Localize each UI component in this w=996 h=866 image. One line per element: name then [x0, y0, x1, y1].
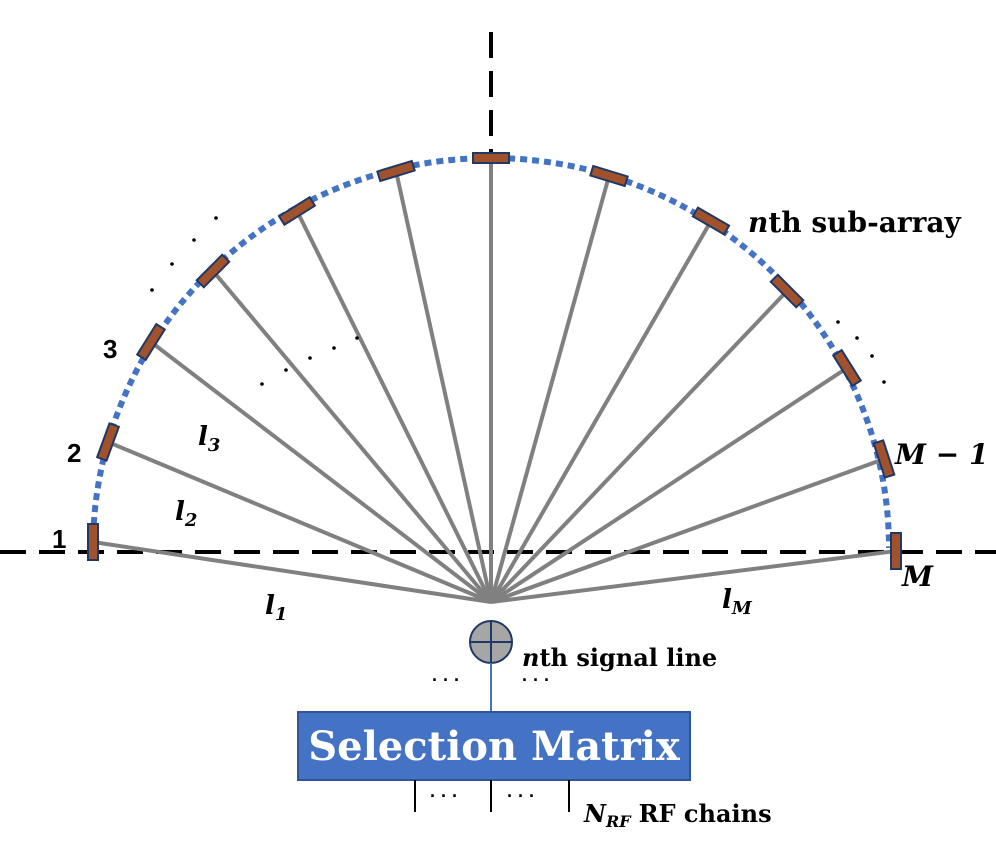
nrf-base: N [583, 799, 607, 828]
dot [332, 346, 336, 350]
l3-base: l [198, 422, 208, 452]
dot [150, 288, 154, 292]
rf-ellipsis-right: · · · [507, 786, 535, 806]
antenna-element [769, 273, 805, 309]
nrf-sub: RF [605, 812, 632, 831]
antenna-element [95, 422, 121, 462]
l2-base: l [175, 497, 185, 527]
antenna-element [472, 152, 510, 164]
feed-line [489, 219, 713, 604]
rf-chains-text: RF chains [639, 799, 772, 828]
ellipsis-dots [150, 216, 886, 386]
antenna-element [691, 206, 731, 236]
antenna-element [890, 532, 902, 570]
feed-line [489, 175, 611, 603]
dot [855, 336, 859, 340]
antenna-element [135, 322, 167, 362]
l2-sub: 2 [184, 510, 198, 531]
signal-line-index: n [522, 643, 539, 672]
dot [214, 216, 218, 220]
sub-array-label: nth sub-array [748, 206, 962, 239]
dot [170, 262, 174, 266]
dot [870, 354, 874, 358]
element-label-m-minus-1: M − 1 [894, 438, 988, 471]
lm-base: l [722, 585, 732, 615]
l3-sub: 3 [208, 435, 221, 456]
dot [355, 336, 359, 340]
antenna-element [277, 195, 317, 227]
dot [284, 368, 288, 372]
sub-array-text: th sub-array [768, 206, 961, 239]
circle-plus-icon [469, 620, 513, 664]
antenna-element [589, 164, 629, 188]
feed-line [490, 457, 885, 604]
feed-line [489, 289, 789, 604]
dot [836, 320, 840, 324]
ellipsis-left: · · · [432, 670, 460, 690]
signal-line-text: th signal line [539, 643, 717, 672]
element-label-2: 2 [67, 438, 81, 468]
rf-ellipsis-left: · · · [430, 786, 458, 806]
element-label-1: 1 [52, 524, 66, 554]
antenna-element [195, 253, 231, 289]
signal-line-label: nth signal line [522, 643, 717, 672]
feed-line [394, 170, 493, 603]
feed-lines [92, 158, 897, 604]
path-length-l1: l1 [265, 591, 287, 625]
selection-matrix-label: Selection Matrix [308, 723, 681, 770]
antenna-element [872, 439, 896, 479]
rf-chains-label: NRF RF chains [583, 799, 772, 831]
antenna-element [87, 523, 99, 561]
l1-sub: 1 [275, 604, 288, 625]
feed-line [490, 549, 897, 604]
element-label-3: 3 [103, 334, 117, 364]
lm-sub: M [731, 598, 753, 619]
antenna-elements [87, 152, 902, 570]
feed-line [92, 540, 492, 604]
selection-matrix-box [297, 711, 691, 781]
dot [260, 382, 264, 386]
feed-line [107, 440, 492, 604]
feed-line [489, 366, 849, 604]
path-length-l2: l2 [175, 497, 197, 531]
feed-line [149, 340, 493, 604]
element-label-m: M [901, 560, 934, 593]
rf-chain-lines [414, 780, 570, 812]
feed-line [295, 210, 493, 603]
dot [192, 238, 196, 242]
ellipsis-right: · · · [522, 670, 550, 690]
dot [882, 380, 886, 384]
dot [308, 356, 312, 360]
l1-base: l [265, 591, 275, 621]
feed-line [211, 269, 493, 604]
path-length-lm: lM [722, 585, 753, 619]
antenna-element [831, 348, 863, 388]
sub-array-index: n [748, 206, 768, 239]
path-length-l3: l3 [198, 422, 220, 456]
antenna-element [376, 159, 416, 183]
